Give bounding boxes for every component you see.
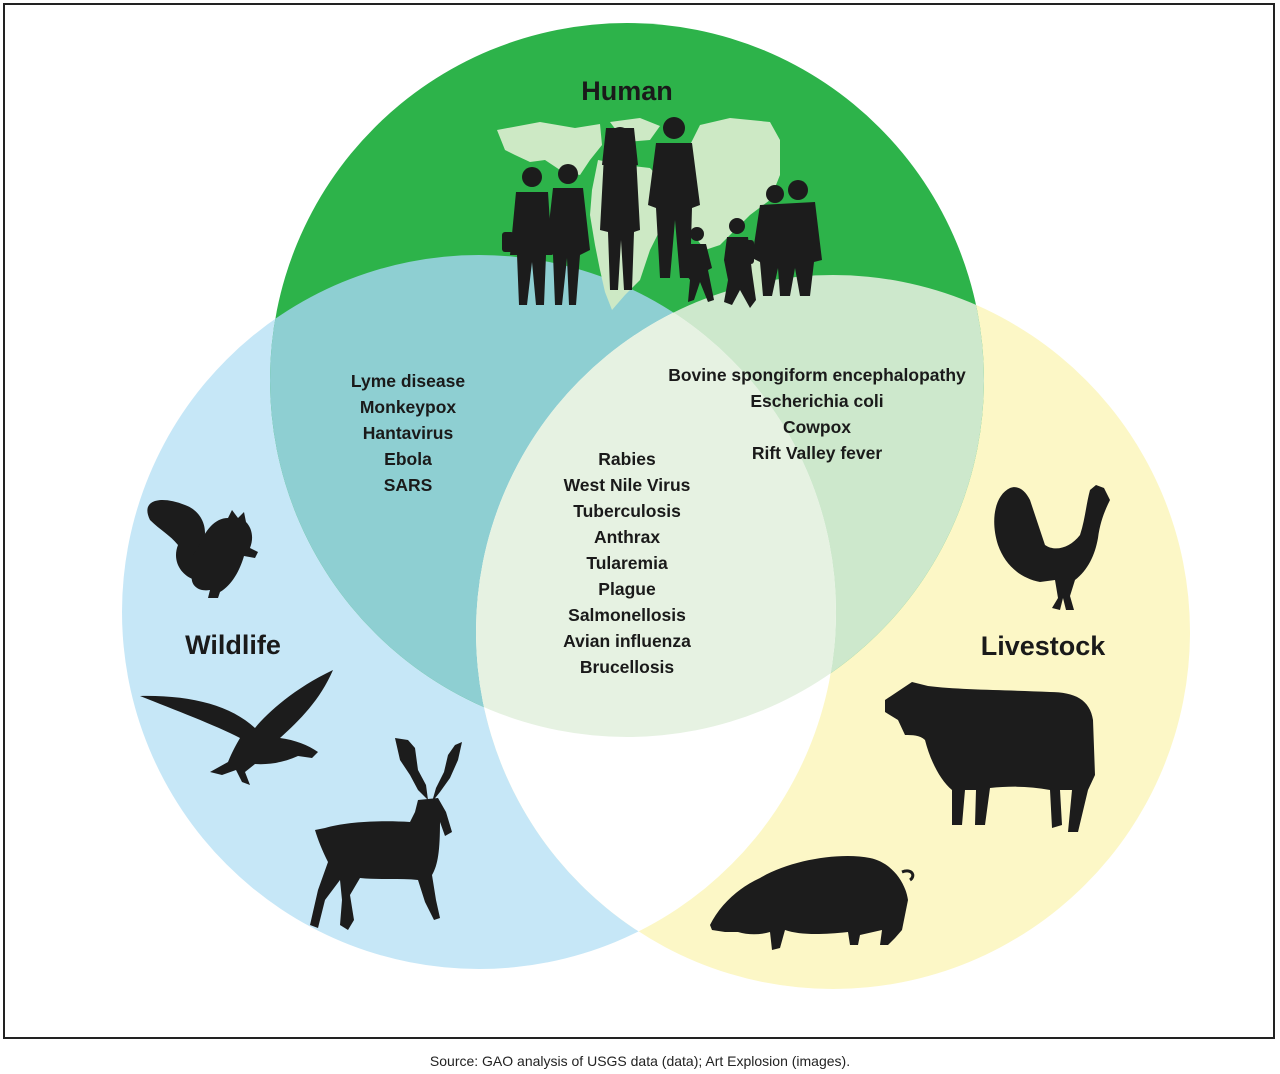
wildlife-title: Wildlife bbox=[185, 630, 281, 660]
disease-label: Tuberculosis bbox=[573, 501, 681, 521]
disease-label: Lyme disease bbox=[351, 371, 465, 391]
disease-label: Monkeypox bbox=[360, 397, 457, 417]
disease-label: Cowpox bbox=[783, 417, 851, 437]
disease-label: Rabies bbox=[598, 449, 656, 469]
disease-label: Anthrax bbox=[594, 527, 660, 547]
disease-label: Rift Valley fever bbox=[752, 443, 883, 463]
human-title: Human bbox=[581, 76, 673, 106]
disease-label: Hantavirus bbox=[363, 423, 454, 443]
bird-icon bbox=[140, 670, 333, 785]
pig-icon bbox=[710, 856, 915, 950]
disease-label: Salmonellosis bbox=[568, 605, 686, 625]
cow-icon bbox=[885, 682, 1095, 832]
people-silhouettes-icon bbox=[502, 117, 822, 308]
disease-label: Avian influenza bbox=[563, 631, 691, 651]
disease-label: Escherichia coli bbox=[750, 391, 883, 411]
disease-label: Ebola bbox=[384, 449, 432, 469]
disease-label: West Nile Virus bbox=[564, 475, 691, 495]
human-livestock-disease-list: Bovine spongiform encephalopathyEscheric… bbox=[668, 365, 966, 463]
rooster-icon bbox=[994, 485, 1110, 610]
disease-label: Brucellosis bbox=[580, 657, 675, 677]
livestock-title: Livestock bbox=[981, 631, 1107, 661]
disease-label: SARS bbox=[384, 475, 433, 495]
disease-label: Tularemia bbox=[586, 553, 668, 573]
disease-label: Bovine spongiform encephalopathy bbox=[668, 365, 966, 385]
squirrel-icon bbox=[147, 500, 258, 598]
disease-label: Plague bbox=[598, 579, 656, 599]
deer-icon bbox=[310, 738, 462, 930]
source-note: Source: GAO analysis of USGS data (data)… bbox=[429, 1053, 851, 1069]
center-overlap bbox=[476, 275, 836, 737]
